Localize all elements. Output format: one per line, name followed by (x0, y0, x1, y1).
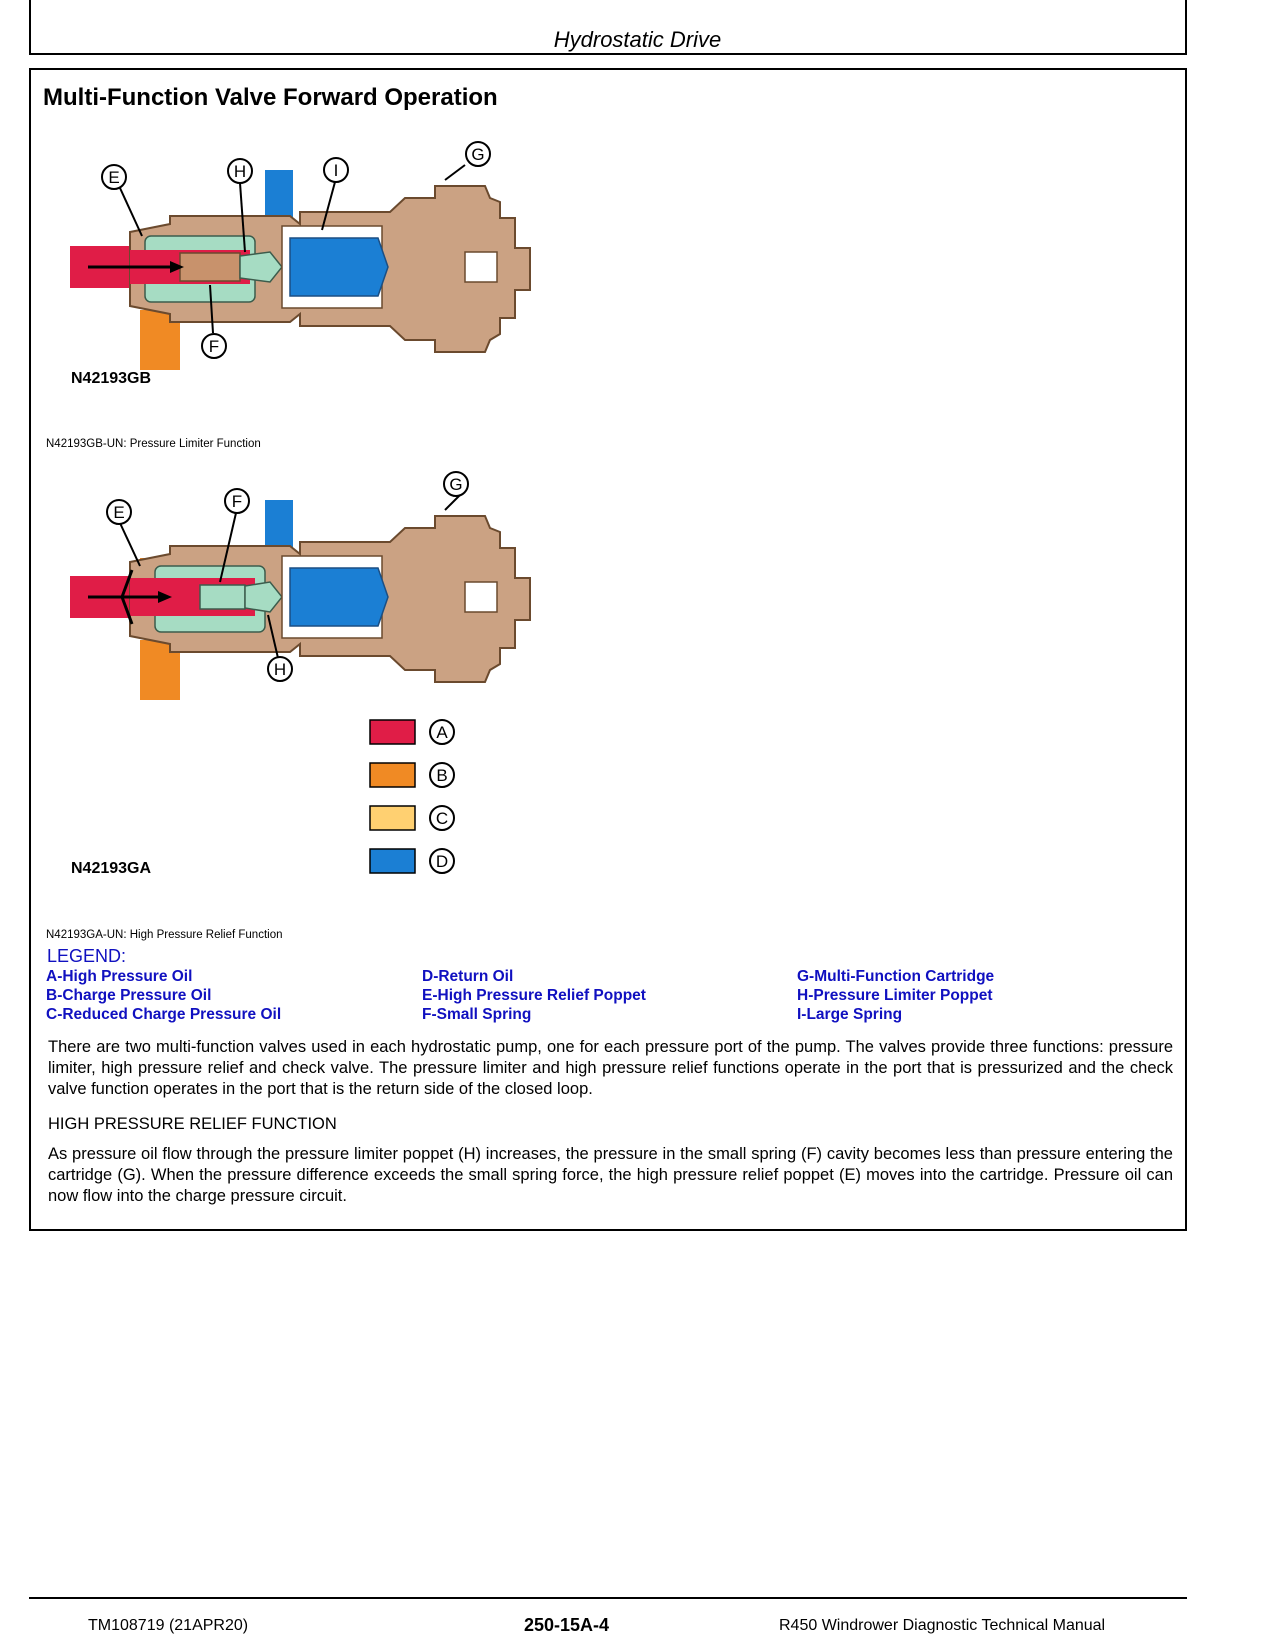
svg-text:H: H (234, 162, 246, 181)
svg-text:I: I (334, 161, 339, 180)
legend-item-b: B-Charge Pressure Oil (46, 987, 212, 1004)
leader-g (444, 164, 466, 181)
footer-page-number: 250-15A-4 (524, 1615, 610, 1635)
section-title: Multi-Function Valve Forward Operation (43, 84, 498, 111)
flow-arrow-down (120, 596, 134, 625)
color-key: A B C D (369, 719, 455, 874)
page-header-title: Hydrostatic Drive (553, 27, 722, 52)
legend-item-a: A-High Pressure Oil (46, 968, 193, 985)
leader-h (267, 614, 279, 659)
figure-pressure-limiter: E H I G F (70, 141, 531, 370)
callout-h: H (227, 158, 253, 184)
callout-g: G (465, 141, 491, 167)
callout-f: F (201, 333, 227, 359)
callout-h: H (267, 656, 293, 682)
callout-f: F (224, 488, 250, 514)
leader-i (321, 181, 336, 231)
color-key-c: C (369, 805, 455, 831)
subheading-high-pressure-relief: HIGH PRESSURE RELIEF FUNCTION (48, 1115, 337, 1133)
callout-e: E (101, 164, 127, 190)
header-frame (29, 0, 1187, 55)
svg-text:F: F (232, 492, 242, 511)
color-key-b: B (369, 762, 455, 788)
footer-doc-id: TM108719 (21APR20) (88, 1617, 249, 1634)
footer-rule (29, 1597, 1187, 1599)
figure2-caption: N42193GA-UN: High Pressure Relief Functi… (46, 929, 283, 941)
legend-item-e: E-High Pressure Relief Poppet (422, 987, 646, 1004)
large-spring-piston (289, 567, 389, 627)
content-frame (29, 68, 1187, 1231)
legend-item-g: G-Multi-Function Cartridge (797, 968, 995, 985)
adjuster-plug (464, 581, 498, 613)
color-key-a: A (369, 719, 455, 745)
callout-g: G (443, 471, 469, 497)
svg-text:A: A (436, 723, 448, 742)
leader-f (209, 284, 214, 334)
figure1-caption: N42193GB-UN: Pressure Limiter Function (46, 438, 261, 450)
flow-arrow-up (120, 569, 134, 598)
svg-text:E: E (108, 168, 119, 187)
svg-text:F: F (209, 337, 219, 356)
figure1-id: N42193GB (71, 370, 152, 387)
legend-item-d: D-Return Oil (422, 968, 514, 985)
legend-item-f: F-Small Spring (422, 1006, 532, 1023)
color-key-d: D (369, 848, 455, 874)
svg-text:G: G (449, 475, 462, 494)
legend-item-i: I-Large Spring (797, 1006, 903, 1023)
legend-item-h: H-Pressure Limiter Poppet (797, 987, 993, 1004)
adjuster-plug (464, 251, 498, 283)
figure-high-pressure-relief: E F G H (70, 471, 531, 700)
legend-title: LEGEND: (47, 946, 127, 966)
svg-text:D: D (436, 852, 448, 871)
figure2-id: N42193GA (71, 860, 152, 877)
leader-e (119, 522, 141, 567)
flow-arrow-head (170, 261, 184, 273)
legend-item-c: C-Reduced Charge Pressure Oil (46, 1006, 282, 1023)
small-spring-cavity (179, 252, 241, 282)
valve-diagram-1: E H I G F (70, 141, 531, 370)
leader-h (239, 182, 246, 253)
leader-f (219, 512, 237, 583)
limiter-poppet (239, 251, 283, 283)
intro-paragraph: There are two multi-function valves used… (48, 1038, 1173, 1098)
valve-diagram-2: E F G H (70, 471, 531, 700)
svg-text:G: G (471, 145, 484, 164)
flow-arrow-head (158, 591, 172, 603)
footer-manual-title: R450 Windrower Diagnostic Technical Manu… (779, 1617, 1106, 1634)
limiter-poppet (244, 581, 283, 613)
small-spring (199, 584, 246, 610)
leader-e (119, 187, 143, 237)
relief-paragraph: As pressure oil flow through the pressur… (48, 1145, 1173, 1205)
callout-e: E (106, 499, 132, 525)
callout-i: I (323, 157, 349, 183)
large-spring-piston (289, 237, 389, 297)
svg-text:C: C (436, 809, 448, 828)
svg-text:E: E (113, 503, 124, 522)
svg-text:B: B (436, 766, 447, 785)
leader-g (444, 494, 461, 511)
svg-text:H: H (274, 660, 286, 679)
